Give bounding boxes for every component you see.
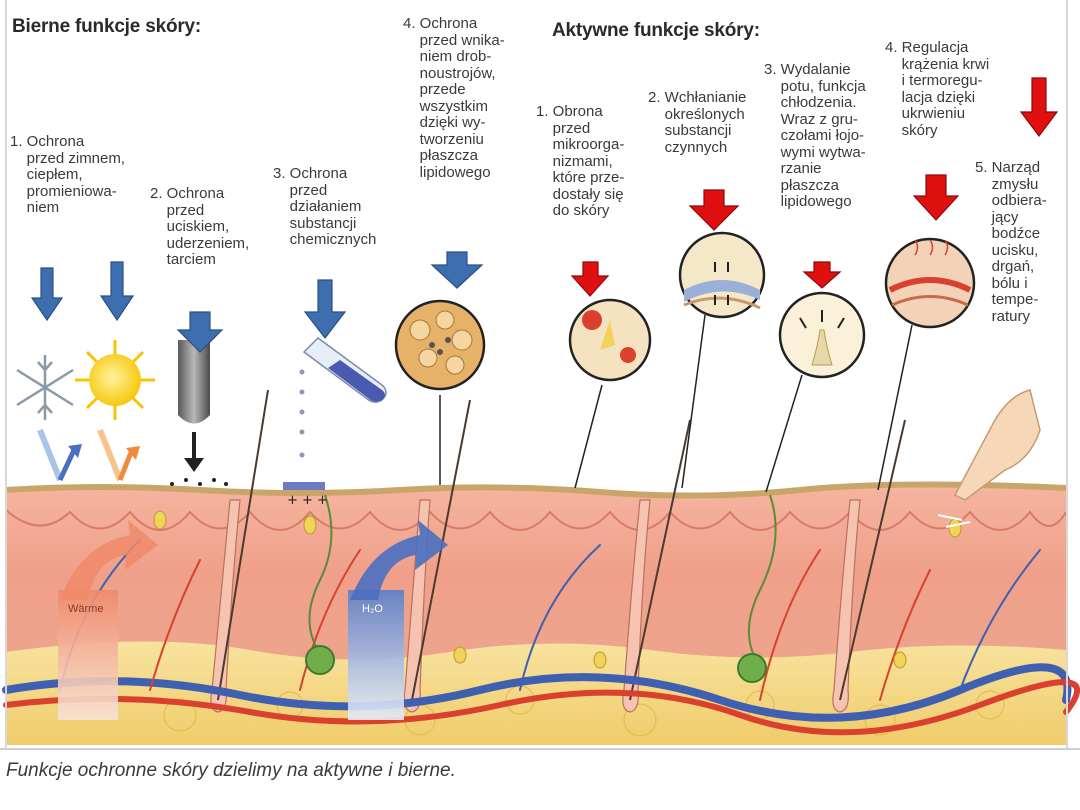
sweat-glands [305, 494, 777, 683]
magnifier-defense [568, 298, 652, 489]
passive-arrows [30, 251, 484, 353]
warmth-label: Wärme [68, 603, 103, 615]
arrow-circulation [912, 174, 960, 221]
water-outflow [348, 520, 448, 720]
hair-follicles [210, 389, 906, 713]
active-arrows [570, 77, 1059, 297]
active-functions-heading: Aktywne funkcje skóry: [552, 20, 760, 41]
figure-caption: Funkcje ochronne skóry dzielimy na aktyw… [6, 760, 456, 781]
magnifier-microbes [394, 299, 486, 485]
arrow-heat [99, 261, 135, 322]
arrow-sweat [802, 261, 842, 289]
passive-item-4: 4. Ochrona przed wnika- niem drob- noust… [403, 15, 505, 181]
pointing-hand-icon [937, 389, 1041, 528]
skin-cross-section-illustration: + + + [2, 77, 1080, 745]
active-item-1: 1. Obrona przed mikroorga- nizmami, któr… [536, 103, 625, 219]
passive-item-3: 3. Ochrona przed działaniem substancji c… [273, 165, 377, 248]
warmth-outflow [58, 520, 158, 720]
arrow-defense [570, 261, 610, 297]
reflected-rays [37, 428, 140, 482]
water-label: H₂O [362, 603, 383, 615]
pressure-object-icon [170, 340, 228, 486]
dermis-layer [6, 484, 1066, 660]
test-tube-icon: + + + [283, 337, 387, 508]
passive-functions-heading: Bierne funkcje skóry: [12, 16, 202, 37]
active-item-3: 3. Wydalanie potu, funkcja chłodzenia. W… [764, 61, 866, 210]
left-frame-line [5, 0, 7, 750]
magnifier-absorption [678, 231, 766, 489]
passive-item-2: 2. Ochrona przed uciskiem, uderzeniem, t… [150, 185, 250, 268]
epidermis-ridges [5, 509, 1067, 531]
arrow-sensory [1019, 77, 1059, 137]
passive-item-1: 1. Ochrona przed zimnem, ciepłem, promie… [10, 133, 126, 216]
active-item-4: 4. Regulacja krążenia krwi i termoregu- … [885, 39, 990, 139]
snowflake-icon [16, 355, 74, 420]
fat-layer [6, 640, 1066, 745]
right-frame-line [1066, 0, 1068, 750]
arrow-chemical [303, 279, 347, 339]
arrow-pressure [176, 311, 224, 353]
epidermis-surface [5, 481, 1067, 499]
active-item-5: 5. Narząd zmysłu odbiera- jący bodźce uc… [975, 159, 1047, 325]
active-item-2: 2. Wchłanianie określonych substancji cz… [648, 89, 747, 156]
svg-text:+ + +: + + + [287, 493, 328, 508]
arrow-lipid [430, 251, 484, 289]
arrow-cold [30, 267, 64, 322]
arrow-absorption [688, 189, 740, 231]
sun-icon [75, 340, 155, 420]
magnifier-circulation [877, 237, 976, 491]
caption-divider [0, 748, 1080, 750]
magnifier-sweat [765, 291, 866, 493]
